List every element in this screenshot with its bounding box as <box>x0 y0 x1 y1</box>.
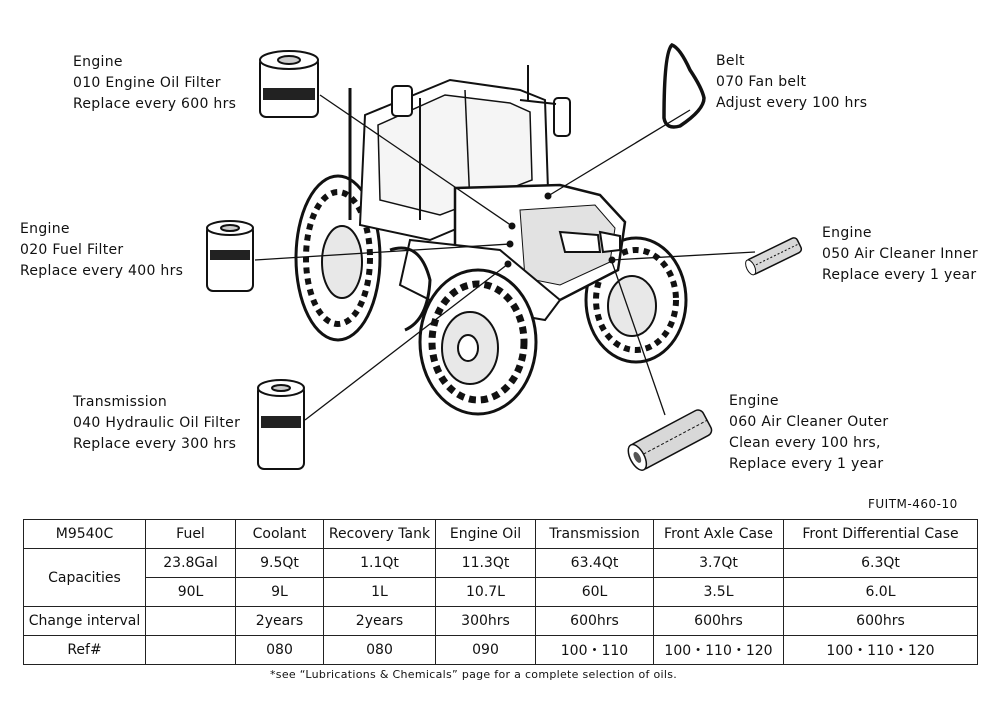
table-cell: 100・110・120 <box>784 636 978 665</box>
table-cell: 2years <box>236 607 324 636</box>
table-cell <box>146 636 236 665</box>
callout-category: Engine <box>20 219 183 240</box>
callout-oil-filter: Engine 010 Engine Oil Filter Replace eve… <box>73 52 236 115</box>
callout-category: Engine <box>822 223 978 244</box>
callout-item: 050 Air Cleaner Inner <box>822 244 978 265</box>
row-label-capacities: Capacities <box>24 549 146 607</box>
header-fuel: Fuel <box>146 520 236 549</box>
table-cell: 1L <box>324 578 436 607</box>
callout-fuel-filter: Engine 020 Fuel Filter Replace every 400… <box>20 219 183 282</box>
table-header-row: M9540C Fuel Coolant Recovery Tank Engine… <box>24 520 978 549</box>
callout-fan-belt: Belt 070 Fan belt Adjust every 100 hrs <box>716 51 867 114</box>
callout-category: Belt <box>716 51 867 72</box>
table-cell: 6.3Qt <box>784 549 978 578</box>
callout-item: 070 Fan belt <box>716 72 867 93</box>
table-cell: 600hrs <box>654 607 784 636</box>
table-cell: 100・110・120 <box>654 636 784 665</box>
table-cell: 63.4Qt <box>536 549 654 578</box>
table-cell: 100・110 <box>536 636 654 665</box>
table-row: Change interval 2years 2years 300hrs 600… <box>24 607 978 636</box>
header-coolant: Coolant <box>236 520 324 549</box>
callout-category: Engine <box>73 52 236 73</box>
table-cell <box>146 607 236 636</box>
header-front-axle-case: Front Axle Case <box>654 520 784 549</box>
air-cleaner-outer-icon <box>625 408 714 473</box>
table-cell: 3.5L <box>654 578 784 607</box>
table-cell: 1.1Qt <box>324 549 436 578</box>
fuel-filter-icon <box>207 221 253 291</box>
table-cell: 10.7L <box>436 578 536 607</box>
front-left-wheel <box>420 270 536 414</box>
header-recovery-tank: Recovery Tank <box>324 520 436 549</box>
table-cell: 080 <box>236 636 324 665</box>
table-cell: 090 <box>436 636 536 665</box>
table-cell: 9L <box>236 578 324 607</box>
table-cell: 60L <box>536 578 654 607</box>
table-cell: 90L <box>146 578 236 607</box>
table-cell: 6.0L <box>784 578 978 607</box>
table-row: Ref# 080 080 090 100・110 100・110・120 100… <box>24 636 978 665</box>
table-cell: 2years <box>324 607 436 636</box>
footnote: *see “Lubrications & Chemicals” page for… <box>270 668 677 681</box>
callout-item: 040 Hydraulic Oil Filter <box>73 413 240 434</box>
callout-item: 020 Fuel Filter <box>20 240 183 261</box>
hydraulic-filter-icon <box>258 380 304 469</box>
table-cell: 3.7Qt <box>654 549 784 578</box>
callout-interval: Replace every 400 hrs <box>20 261 183 282</box>
callout-air-cleaner-inner: Engine 050 Air Cleaner Inner Replace eve… <box>822 223 978 286</box>
fan-belt-icon <box>664 45 704 127</box>
callout-item: 060 Air Cleaner Outer <box>729 412 888 433</box>
callout-interval: Clean every 100 hrs, <box>729 433 888 454</box>
document-id: FUITM-460-10 <box>868 497 958 511</box>
table-cell: 600hrs <box>784 607 978 636</box>
row-label-ref: Ref# <box>24 636 146 665</box>
callout-interval: Replace every 300 hrs <box>73 434 240 455</box>
table-cell: 300hrs <box>436 607 536 636</box>
header-model: M9540C <box>24 520 146 549</box>
callout-air-cleaner-outer: Engine 060 Air Cleaner Outer Clean every… <box>729 391 888 475</box>
header-engine-oil: Engine Oil <box>436 520 536 549</box>
callout-interval: Replace every 1 year <box>822 265 978 286</box>
callout-interval: Adjust every 100 hrs <box>716 93 867 114</box>
table-cell: 11.3Qt <box>436 549 536 578</box>
header-transmission: Transmission <box>536 520 654 549</box>
callout-hydraulic-filter: Transmission 040 Hydraulic Oil Filter Re… <box>73 392 240 455</box>
header-front-differential-case: Front Differential Case <box>784 520 978 549</box>
oil-filter-icon <box>260 51 318 117</box>
air-cleaner-inner-icon <box>744 237 803 277</box>
table-row: Capacities 23.8Gal 9.5Qt 1.1Qt 11.3Qt 63… <box>24 549 978 578</box>
table-cell: 600hrs <box>536 607 654 636</box>
table-cell: 23.8Gal <box>146 549 236 578</box>
capacity-table: M9540C Fuel Coolant Recovery Tank Engine… <box>23 519 978 665</box>
callout-category: Transmission <box>73 392 240 413</box>
table-cell: 080 <box>324 636 436 665</box>
callout-interval-2: Replace every 1 year <box>729 454 888 475</box>
row-label-change-interval: Change interval <box>24 607 146 636</box>
callout-item: 010 Engine Oil Filter <box>73 73 236 94</box>
callout-category: Engine <box>729 391 888 412</box>
table-cell: 9.5Qt <box>236 549 324 578</box>
callout-interval: Replace every 600 hrs <box>73 94 236 115</box>
table-row: 90L 9L 1L 10.7L 60L 3.5L 6.0L <box>24 578 978 607</box>
